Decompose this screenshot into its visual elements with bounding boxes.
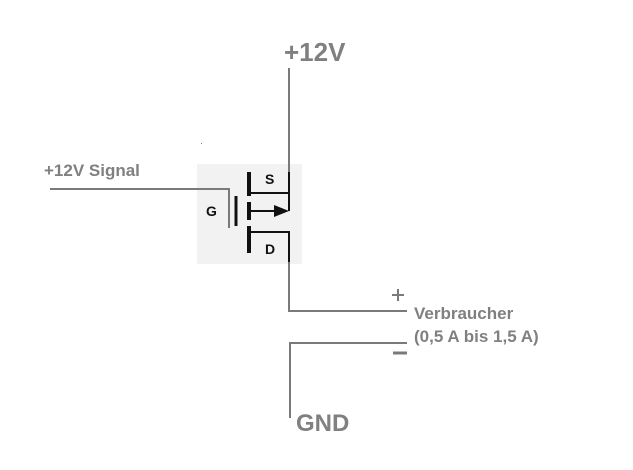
stray-dot [201,143,202,144]
gate-label: G [206,203,217,219]
load-range-label: (0,5 A bis 1,5 A) [414,327,539,346]
mosfet-symbol [234,172,290,262]
drain-lead [249,231,290,262]
ground-wire [289,342,407,418]
source-label: S [265,171,274,187]
signal-label: +12V Signal [44,161,140,180]
supply-label: +12V [284,37,346,67]
load-name-label: Verbraucher [414,304,514,323]
body-arrow [274,205,289,217]
ground-label: GND [296,410,349,437]
gate-wire [50,188,230,228]
drain-label: D [265,241,275,257]
drain-wire [288,262,407,312]
